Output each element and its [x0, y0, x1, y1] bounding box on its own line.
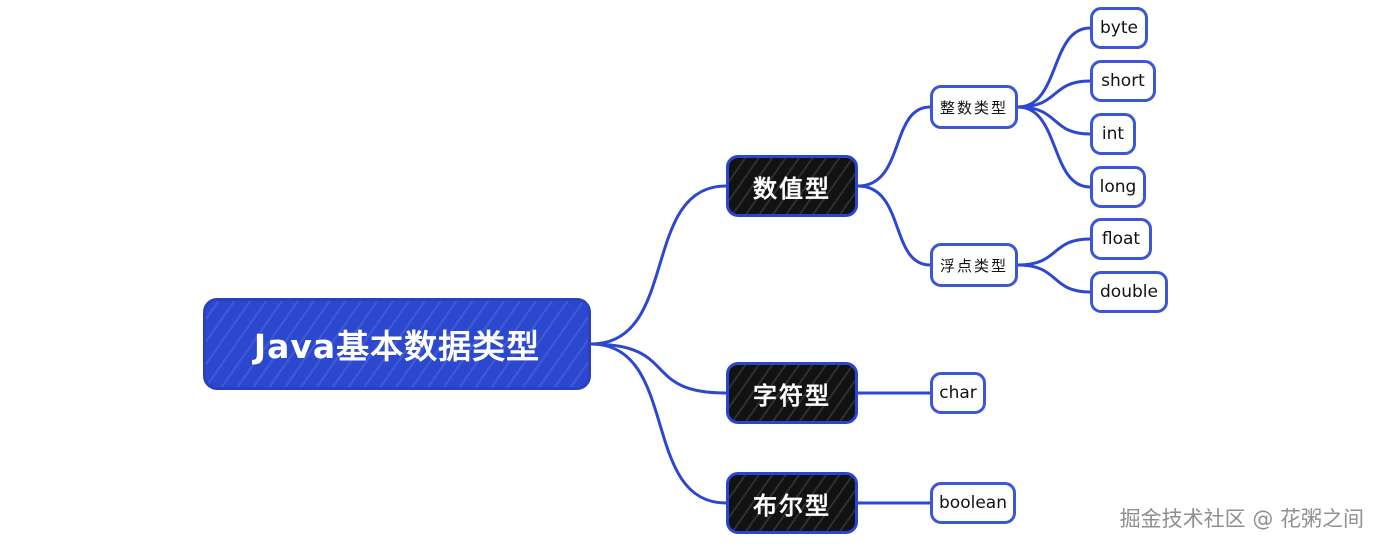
leaf-boolean[interactable]: boolean — [930, 482, 1016, 524]
link-integer-byte — [1016, 26, 1092, 109]
leaf-short[interactable]: short — [1090, 60, 1156, 102]
category-boolean[interactable]: 布尔型 — [726, 472, 858, 534]
group-integer[interactable]: 整数类型 — [930, 85, 1018, 129]
root-node[interactable]: Java基本数据类型 — [203, 298, 591, 390]
link-integer-long — [1016, 105, 1092, 189]
link-numeric-integer — [856, 105, 932, 188]
leaf-char[interactable]: char — [930, 372, 986, 414]
leaf-int[interactable]: int — [1090, 113, 1136, 155]
link-root-numeric — [589, 184, 728, 346]
leaf-float[interactable]: float — [1090, 218, 1152, 260]
leaf-long[interactable]: long — [1090, 166, 1146, 208]
watermark-text: 掘金技术社区 @ 花粥之间 — [1119, 507, 1364, 531]
link-integer-short — [1016, 79, 1092, 109]
leaf-double[interactable]: double — [1090, 271, 1168, 313]
leaf-byte[interactable]: byte — [1090, 7, 1148, 49]
link-root-char — [589, 342, 728, 395]
link-integer-int — [1016, 105, 1092, 136]
link-float-float — [1016, 237, 1092, 267]
link-float-double — [1016, 263, 1092, 294]
link-root-boolean — [589, 342, 728, 505]
category-numeric[interactable]: 数值型 — [726, 155, 858, 217]
link-numeric-float — [856, 184, 932, 267]
category-char[interactable]: 字符型 — [726, 362, 858, 424]
group-float[interactable]: 浮点类型 — [930, 243, 1018, 287]
